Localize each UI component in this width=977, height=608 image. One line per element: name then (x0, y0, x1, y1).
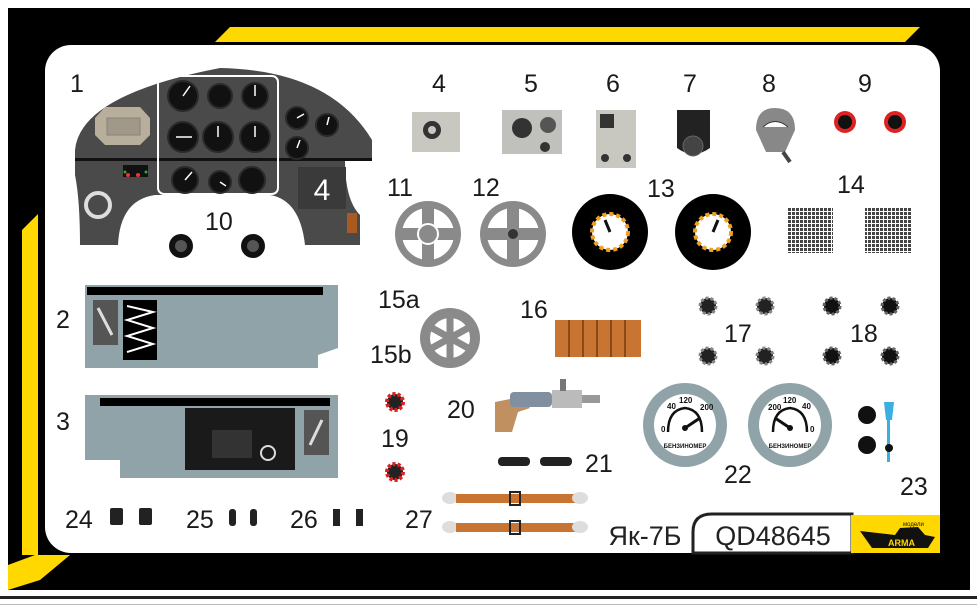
part-label-7: 7 (683, 70, 697, 98)
part-label-19: 19 (381, 425, 409, 453)
side-wall-part-2 (85, 285, 338, 368)
part-label-27: 27 (405, 506, 433, 534)
hand-wheel-part-15 (420, 308, 480, 368)
side-wall-part-3 (85, 395, 338, 478)
part-label-17: 17 (724, 320, 752, 348)
part-label-8: 8 (762, 70, 776, 98)
divider-line-light (0, 604, 977, 605)
mesh-screens-part-14 (787, 207, 911, 253)
part-label-5: 5 (524, 70, 538, 98)
part-label-12: 12 (472, 174, 500, 202)
parts-26 (333, 509, 363, 526)
arma-logo: модели ARMA (851, 515, 940, 553)
part-label-16: 16 (520, 296, 548, 324)
gauge-caption: БЕНЗИНОМЕР (769, 444, 812, 450)
part-label-2: 2 (56, 306, 70, 334)
part-label-6: 6 (606, 70, 620, 98)
seat-straps-part-27 (442, 491, 588, 535)
wheel-hub-part-12 (480, 201, 546, 267)
knobs-part-10 (169, 234, 265, 258)
part-label-21: 21 (585, 450, 613, 478)
gauge-tick-0: 0 (810, 425, 815, 434)
svg-text:ARMA: ARMA (888, 538, 915, 548)
yellow-stripe-left (22, 214, 38, 555)
control-box-part-5 (502, 110, 562, 154)
part-label-18: 18 (850, 320, 878, 348)
wheel-hub-part-11 (395, 201, 461, 267)
knobs-part-17 (698, 296, 775, 366)
part-label-15b: 15b (370, 341, 412, 369)
parts-24 (110, 508, 152, 525)
part-label-20: 20 (447, 396, 475, 424)
aircraft-name: Як-7Б (608, 521, 681, 551)
gauge-tick-40: 40 (802, 402, 811, 411)
part-label-10: 10 (205, 208, 233, 236)
box-part-7 (677, 110, 710, 157)
part-label-14: 14 (837, 171, 865, 199)
part-label-13: 13 (647, 175, 675, 203)
gauge-tick-120: 120 (679, 396, 693, 405)
part-label-11: 11 (387, 174, 413, 202)
part-label-15a: 15a (378, 286, 420, 314)
radio-unit-part-6 (596, 110, 636, 168)
radio-panel-part-4 (412, 112, 460, 152)
part-label-24: 24 (65, 506, 93, 534)
gauge-part-8 (756, 108, 795, 164)
gauge-tick-120: 120 (783, 396, 797, 405)
gauge-tick-200: 200 (768, 403, 782, 412)
part-label-1: 1 (70, 70, 84, 98)
yellow-stripe-corner (8, 555, 70, 590)
gauge-caption: БЕНЗИНОМЕР (664, 444, 707, 450)
part-label-4: 4 (432, 70, 446, 98)
svg-text:модели: модели (903, 522, 924, 528)
part-label-22: 22 (724, 461, 752, 489)
flare-pistol-part-20 (495, 379, 600, 432)
tires-part-13 (572, 194, 751, 270)
gauges-part-23 (858, 402, 894, 462)
red-knobs-part-19 (385, 392, 405, 482)
gauge-tick-0: 0 (661, 425, 666, 434)
instrument-panel-part-1: 4 (75, 68, 372, 245)
panel-placeholder-number: 4 (314, 174, 331, 207)
divider-line (0, 596, 977, 599)
fuel-gauge-right-part-22: 200 120 40 0 БЕНЗИНОМЕР (748, 383, 832, 467)
part-label-9: 9 (858, 70, 872, 98)
gauge-tick-40: 40 (667, 402, 676, 411)
tank-icon (860, 527, 935, 548)
parts-25 (229, 509, 257, 526)
part-label-23: 23 (900, 473, 928, 501)
code-tab (691, 512, 854, 555)
fuel-gauge-left-part-22: 0 40 120 200 БЕНЗИНОМЕР (643, 383, 727, 467)
product-code: QD48645 (715, 521, 831, 551)
yellow-stripe-top (215, 27, 920, 42)
part-label-25: 25 (186, 506, 214, 534)
part-label-3: 3 (56, 408, 70, 436)
red-gauges-part-9 (834, 111, 906, 133)
knobs-part-18 (822, 296, 900, 366)
ammo-belt-part-16 (555, 320, 641, 357)
part-label-26: 26 (290, 506, 318, 534)
pins-part-21 (498, 457, 572, 466)
gauge-tick-200: 200 (700, 403, 714, 412)
